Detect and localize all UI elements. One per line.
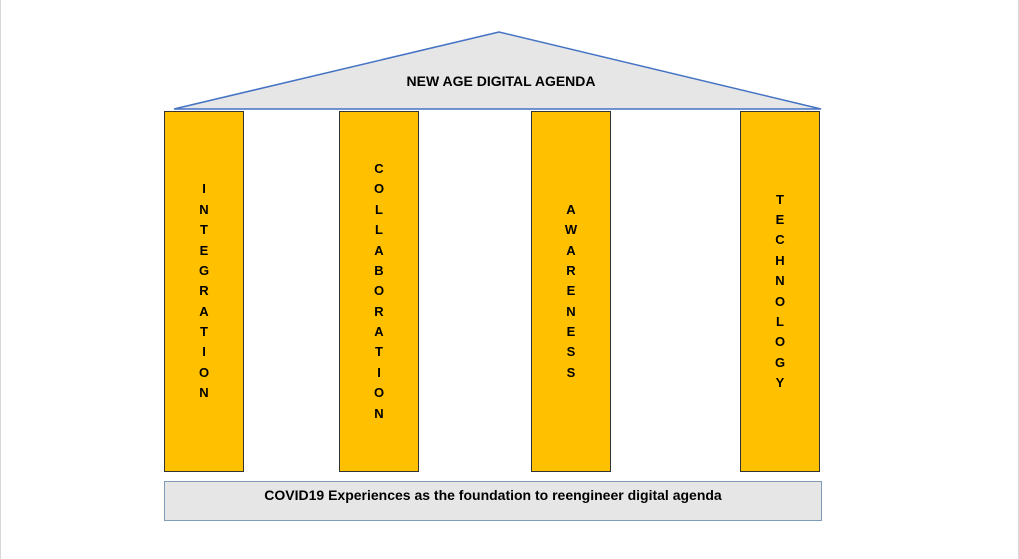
roof-shape [173,31,822,110]
roof-triangle [173,31,822,110]
pillar-letter: T [200,324,208,340]
pillar-letter: C [775,232,785,248]
foundation-box: COVID19 Experiences as the foundation to… [164,481,822,521]
pillar-letter: L [375,201,383,217]
pillar-letter: T [375,344,383,360]
pillar-letter: N [566,303,576,319]
pillar-letter: N [199,385,209,401]
pillar-letter: R [566,262,576,278]
pillar-letter: N [775,273,785,289]
pillar-letter: T [776,191,784,207]
pillar-letter: W [564,222,578,238]
pillar-letter: E [199,242,209,258]
pillar-letter: L [375,222,383,238]
pillar-letter: T [200,222,208,238]
pillar-letter: R [374,303,384,319]
pillar-letter: H [775,252,785,268]
pillar-letter: A [566,201,576,217]
pillar-letter: O [373,385,385,401]
pillar-letter: I [202,344,206,360]
pillar-letter: S [566,364,576,380]
pillar-letter: A [199,303,209,319]
pillar-letter: O [198,364,210,380]
pillar-letter: G [774,354,786,370]
pillar-letter: N [374,405,384,421]
pillar-letter: B [374,262,384,278]
pillar-letter: A [566,242,576,258]
pillar-letter: I [377,364,381,380]
pillar-letter: O [373,181,385,197]
pillar-letter: L [776,313,784,329]
pillar-letter: Y [775,375,785,391]
pillar-letter: O [774,293,786,309]
foundation-text: COVID19 Experiences as the foundation to… [264,487,722,503]
pillar-letter: O [373,283,385,299]
pillar-letter: G [198,262,210,278]
pillar-letter: C [374,160,384,176]
pillar-letter: S [566,344,576,360]
pillar-letter: R [199,283,209,299]
pillar-letter: E [566,324,576,340]
pillar-letter: A [374,324,384,340]
pillar-letter: E [566,283,576,299]
pillar-letter: E [775,211,785,227]
pillar-letter: A [374,242,384,258]
roof-title: NEW AGE DIGITAL AGENDA [406,73,596,89]
pillar-letter: N [199,201,209,217]
pillar-letter: O [774,334,786,350]
pillar-letter: I [202,181,206,197]
